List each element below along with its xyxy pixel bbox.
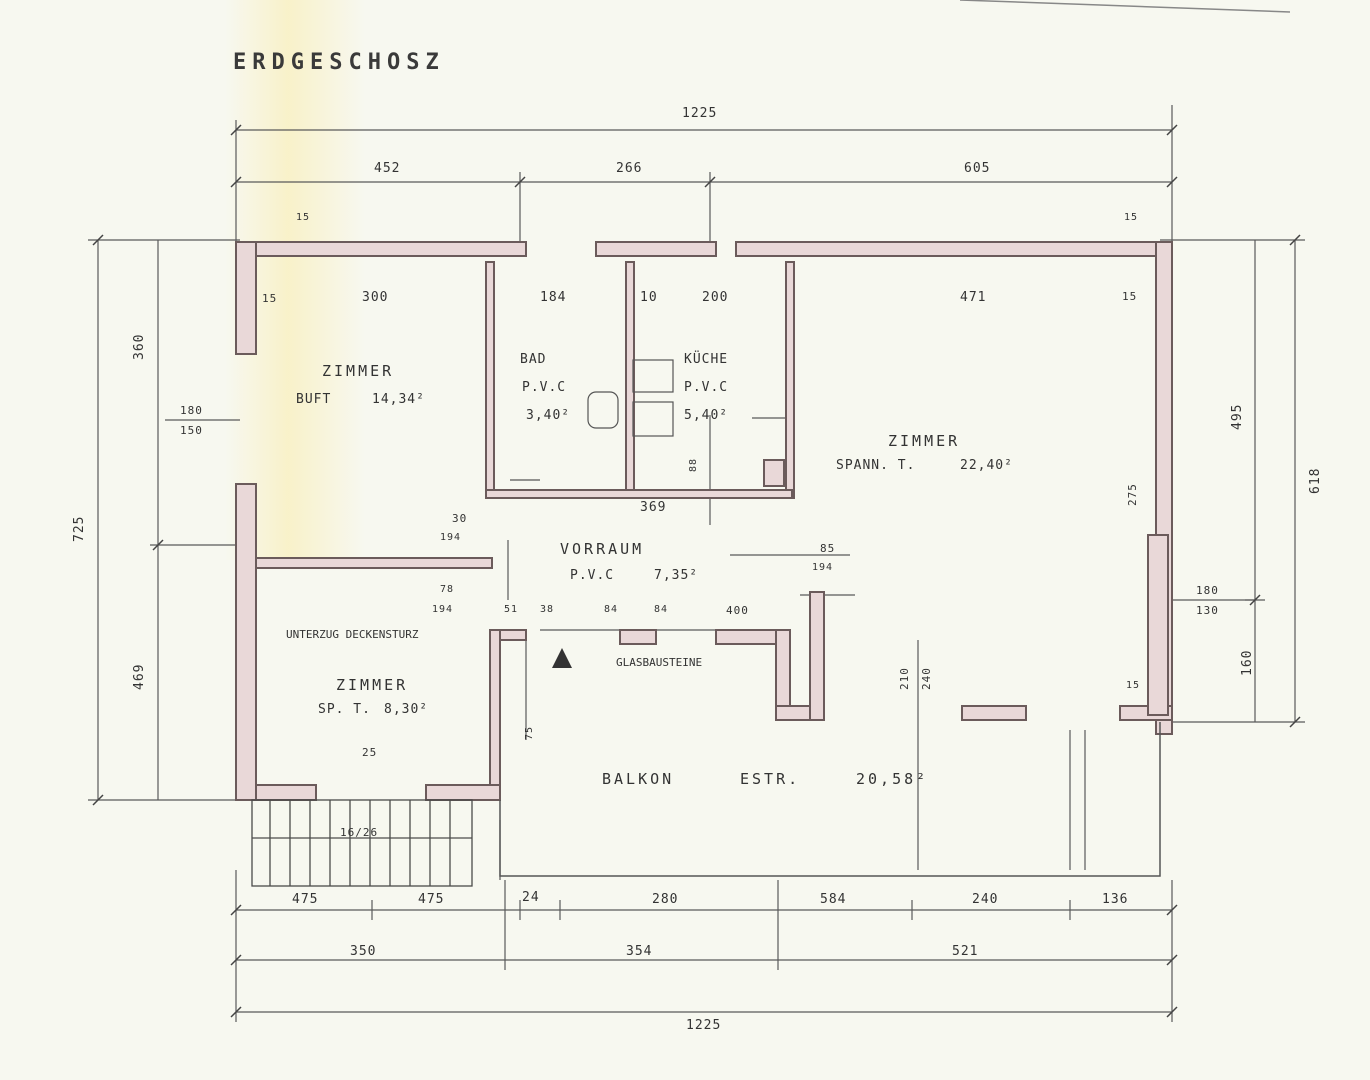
room-zimmer-3-area: 8,30² xyxy=(384,702,429,717)
dim-bottom-2: 475 xyxy=(418,892,445,907)
dim-right-total: 618 xyxy=(1308,467,1323,494)
dim-bottom-4: 280 xyxy=(652,892,679,907)
dim-door-194-c: 194 xyxy=(812,562,834,573)
room-kueche-floor: P.V.C xyxy=(684,380,729,395)
dim-stair-3: 84 xyxy=(604,604,619,615)
dim-door-85: 85 xyxy=(820,542,836,555)
dim-bottom-6: 240 xyxy=(972,892,999,907)
tick-marks xyxy=(92,124,1301,1018)
dim-stair-4: 84 xyxy=(654,604,669,615)
room-vorraum-floor: P.V.C xyxy=(570,568,615,583)
dim-bottom-row2-1: 350 xyxy=(350,944,377,959)
dim-room-large-width: 471 xyxy=(960,290,987,305)
dim-bottom-total: 1225 xyxy=(686,1018,722,1033)
dim-stair-1: 51 xyxy=(504,604,519,615)
dim-top-total: 1225 xyxy=(682,106,718,121)
room-bad-area: 3,40² xyxy=(526,408,571,423)
dim-bath-door: 75 xyxy=(524,725,535,740)
walls xyxy=(235,241,1173,801)
dim-left-total: 725 xyxy=(72,515,87,542)
room-zimmer-1-detail: BUFT xyxy=(296,392,332,407)
dim-top-seg-1: 452 xyxy=(374,161,401,176)
dim-inner-15-right: 15 xyxy=(1122,290,1138,303)
stair-label: 16/26 xyxy=(340,826,379,839)
dim-top-seg-3: 605 xyxy=(964,161,991,176)
dim-bottom-5: 584 xyxy=(820,892,847,907)
dim-door-78: 78 xyxy=(440,584,455,595)
dim-wall-10: 10 xyxy=(640,290,658,305)
dim-window-right: 180 xyxy=(1196,584,1219,597)
dim-bottom-row2-3: 521 xyxy=(952,944,979,959)
dim-left-upper: 360 xyxy=(132,333,147,360)
dim-window-right-b: 130 xyxy=(1196,604,1219,617)
dim-h-210: 210 xyxy=(898,667,911,690)
room-kueche-area: 5,40² xyxy=(684,408,729,423)
dim-kitchen-door: 88 xyxy=(688,457,699,472)
dim-stair-5: 400 xyxy=(726,604,749,617)
entry-arrow-icon xyxy=(552,648,572,668)
dim-stair-2: 38 xyxy=(540,604,555,615)
dim-hall-width: 369 xyxy=(640,500,667,515)
dim-left-lower: 469 xyxy=(132,663,147,690)
paper-edge xyxy=(959,0,1291,13)
room-zimmer-1-area: 14,34² xyxy=(372,392,425,407)
fixtures xyxy=(499,359,674,880)
dim-door-30: 30 xyxy=(452,512,468,525)
dim-balcony-15: 15 xyxy=(1126,680,1141,691)
room-zimmer-3-name: ZIMMER xyxy=(336,676,409,694)
dim-inner-15-tl: 15 xyxy=(296,212,311,223)
room-zimmer-1-name: ZIMMER xyxy=(322,362,395,380)
room-balkon-detail: ESTR. xyxy=(740,770,801,788)
dim-h-240: 240 xyxy=(920,667,933,690)
room-zimmer-2-name: ZIMMER xyxy=(888,432,961,450)
dim-right-lower: 160 xyxy=(1240,649,1255,676)
room-vorraum-area: 7,35² xyxy=(654,568,699,583)
dim-window-left-b: 150 xyxy=(180,424,203,437)
dim-kueche-width: 200 xyxy=(702,290,729,305)
dim-bottom-7: 136 xyxy=(1102,892,1129,907)
plan-title: ERDGESCHOSZ xyxy=(233,50,445,75)
room-bad-floor: P.V.C xyxy=(522,380,567,395)
dim-window-left: 180 xyxy=(180,404,203,417)
room-balkon-name: BALKON xyxy=(602,770,675,788)
dim-door-194-b: 194 xyxy=(432,604,454,615)
note-under-stairs: UNTERZUG DECKENSTURZ xyxy=(286,628,419,641)
room-bad-name: BAD xyxy=(520,352,547,367)
dim-inner-15-room1: 15 xyxy=(262,292,278,305)
staircase xyxy=(251,799,473,887)
dim-h-275: 275 xyxy=(1126,483,1139,506)
room-zimmer-2-detail: SPANN. T. xyxy=(836,458,916,473)
room-zimmer-3-detail: SP. T. xyxy=(318,702,371,717)
dim-room1-width: 300 xyxy=(362,290,389,305)
dim-bottom-row2-2: 354 xyxy=(626,944,653,959)
balcony-outline xyxy=(499,722,1161,877)
dim-bottom-25: 25 xyxy=(362,746,378,759)
dim-bottom-1: 475 xyxy=(292,892,319,907)
dim-right-upper: 495 xyxy=(1230,403,1245,430)
dim-bad-width: 184 xyxy=(540,290,567,305)
dim-top-seg-2: 266 xyxy=(616,161,643,176)
room-balkon-area: 20,58² xyxy=(856,770,929,788)
note-entry: GLASBAUSTEINE xyxy=(616,656,703,669)
room-kueche-name: KÜCHE xyxy=(684,352,729,367)
dim-inner-15-tr: 15 xyxy=(1124,212,1139,223)
room-vorraum-name: VORRAUM xyxy=(560,540,645,558)
dim-bottom-3: 24 xyxy=(522,890,540,905)
room-zimmer-2-area: 22,40² xyxy=(960,458,1013,473)
dim-door-194-a: 194 xyxy=(440,532,462,543)
